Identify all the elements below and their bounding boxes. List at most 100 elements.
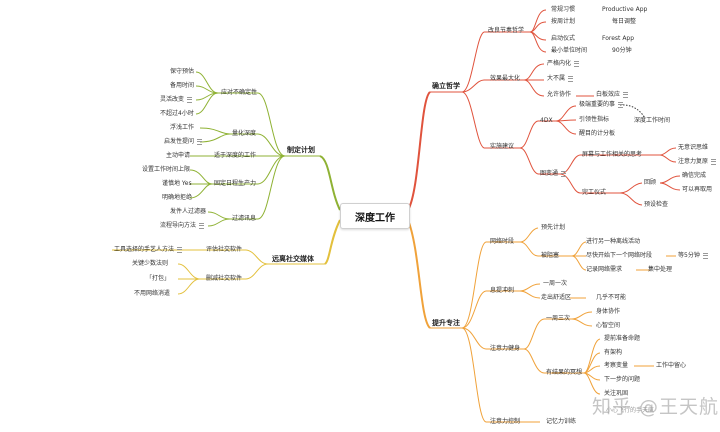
node-remove[interactable]: 删减社交软件 — [206, 275, 243, 282]
node-4dx-item[interactable]: 引领性指标 — [579, 116, 610, 123]
node-adapt[interactable]: 适于深度的工作 — [214, 152, 257, 159]
node-boredom-item[interactable]: 一周一次 — [543, 280, 568, 287]
node-control-item[interactable]: 记忆力训练 — [546, 418, 577, 425]
node-eval-item[interactable]: 工具选择的手艺人方法 — [114, 246, 183, 253]
note-icon — [177, 246, 183, 253]
node-action-sub-text: 注意力复原 — [678, 158, 709, 165]
node-thinking-item[interactable]: 关注巩固 — [604, 390, 629, 397]
node-thinking-item[interactable]: 考察变量 — [604, 362, 629, 369]
node-uncertain-item[interactable]: 灵活改变 — [160, 96, 193, 103]
node-internet-item[interactable]: 预先计划 — [541, 224, 566, 231]
node-fixed-item[interactable]: 设置工作时间上限 — [142, 166, 191, 173]
node-4dx-item[interactable]: 醒目的计分板 — [579, 130, 616, 137]
note-icon — [574, 60, 580, 67]
node-remove-item[interactable]: 「打包」 — [146, 275, 171, 282]
node-4dx[interactable]: 4DX — [540, 117, 553, 124]
node-filter-item[interactable]: 发件人过滤器 — [170, 208, 207, 215]
node-quantify-item[interactable]: 浮浅工作 — [170, 124, 195, 131]
node-boredom[interactable]: 息提冲刺 — [490, 287, 515, 294]
node-block-item[interactable]: 尽快开始下一个网络时段 — [586, 252, 653, 259]
note-icon — [561, 170, 567, 177]
node-thinking-item[interactable]: 有架构 — [604, 349, 623, 356]
node-uncertain[interactable]: 应对不确定性 — [221, 89, 258, 96]
node-quantify-item-text: 启发性提问 — [164, 138, 195, 145]
node-quantify[interactable]: 量化深度 — [232, 130, 257, 137]
node-internet[interactable]: 网络时段 — [490, 238, 515, 245]
node-action-sub[interactable]: 可以再取用 — [682, 186, 713, 193]
node-uncertain-item[interactable]: 备用时间 — [170, 82, 195, 89]
node-habit-item[interactable]: 启动仪式 — [551, 35, 576, 42]
node-action-sub[interactable]: 无意识思维 — [678, 144, 709, 151]
node-filter[interactable]: 过滤讯息 — [232, 215, 257, 222]
branch-plan[interactable]: 制定计划 — [287, 146, 315, 154]
node-habit-value[interactable]: 每日调整 — [612, 18, 637, 25]
node-uncertain-item-text: 灵活改变 — [160, 96, 185, 103]
node-block-extra[interactable]: 等5分钟 — [678, 252, 708, 259]
central-topic[interactable]: 深度工作 — [340, 203, 410, 229]
node-block-extra-text: 等5分钟 — [678, 252, 700, 259]
node-control[interactable]: 注意力控制 — [490, 418, 521, 425]
node-4dx-metric[interactable]: 深度工作时间 — [634, 117, 671, 124]
node-thinking[interactable]: 有结果的冥想 — [546, 369, 583, 376]
node-effect[interactable]: 效果最大化 — [490, 75, 521, 82]
node-action-item[interactable]: 完工仪式 — [582, 189, 607, 196]
node-habit-value[interactable]: Productive App — [602, 6, 648, 13]
node-filter-item-text: 流程导向方法 — [160, 222, 197, 229]
node-quantify-item[interactable]: 启发性提问 — [164, 138, 203, 145]
node-remove-item[interactable]: 不用网络消遣 — [134, 290, 171, 297]
node-remove-item[interactable]: 关键少数法则 — [132, 260, 169, 267]
node-whiteboard[interactable]: 白板效应 — [596, 91, 629, 98]
node-action-sub[interactable]: 确信完成 — [682, 172, 707, 179]
node-weekly-item[interactable]: 心智空间 — [596, 322, 621, 329]
node-boredom-extra[interactable]: 几乎不可能 — [596, 294, 627, 301]
node-block-item[interactable]: 进行另一种离线活动 — [586, 238, 641, 245]
node-action[interactable]: 图变通 — [540, 170, 567, 177]
node-habit-value[interactable]: Forest App — [602, 35, 635, 42]
node-fixed-item[interactable]: 明确地拒绝 — [162, 194, 193, 201]
node-habit-value[interactable]: 90分钟 — [612, 47, 632, 54]
node-action-sub[interactable]: 注意力复原 — [678, 158, 717, 165]
node-block[interactable]: 被阻塞 — [541, 252, 560, 259]
node-eval[interactable]: 评估社交软件 — [206, 246, 243, 253]
central-topic-label: 深度工作 — [355, 212, 395, 224]
node-weekly-item[interactable]: 身体协作 — [596, 308, 621, 315]
branch-philosophy[interactable]: 确立哲学 — [432, 82, 460, 90]
node-uncertain-item[interactable]: 保守预估 — [170, 68, 195, 75]
branch-focus[interactable]: 提升专注 — [432, 319, 460, 327]
node-filter-item[interactable]: 流程导向方法 — [160, 222, 205, 229]
node-practice[interactable]: 实施建议 — [490, 143, 515, 150]
note-icon — [197, 138, 203, 145]
node-thinking-item[interactable]: 下一步的问题 — [604, 376, 641, 383]
node-action-item[interactable]: 屏幕与工作相关的思考 — [582, 151, 643, 158]
node-habit-philosophy[interactable]: 改良节奏哲学 — [488, 27, 525, 34]
node-effect-item[interactable]: 允许协作 — [547, 91, 572, 98]
node-habit-item[interactable]: 常规习惯 — [551, 6, 576, 13]
node-boredom-item[interactable]: 走出舒适区 — [541, 294, 572, 301]
note-icon — [711, 158, 717, 165]
node-fixed-item[interactable]: 谨慎地 Yes — [162, 180, 192, 187]
note-icon — [623, 91, 629, 98]
node-4dx-item-text: 极端重要的事 — [579, 101, 616, 108]
node-habit-item[interactable]: 按周计划 — [551, 18, 576, 25]
node-fixed[interactable]: 固定日程生产力 — [214, 180, 257, 187]
node-4dx-item[interactable]: 极端重要的事 — [579, 101, 624, 108]
node-plan-check[interactable]: 预设检查 — [644, 201, 669, 208]
node-fitness[interactable]: 注意力健身 — [490, 345, 521, 352]
branch-social[interactable]: 远离社交媒体 — [272, 255, 314, 263]
node-block-item[interactable]: 记录网络需求 — [586, 266, 623, 273]
watermark-sub: 小心飞行的手天航 — [606, 407, 655, 414]
node-adapt-item[interactable]: 主动申请 — [166, 152, 191, 159]
node-habit-item[interactable]: 最小单位时间 — [551, 47, 588, 54]
node-thinking-item[interactable]: 提前准备命题 — [604, 335, 641, 342]
node-thinking-extra[interactable]: 工作中留心 — [656, 362, 687, 369]
node-block-extra[interactable]: 集中处理 — [648, 266, 673, 273]
node-effect-item[interactable]: 大不属 — [547, 75, 574, 82]
node-effect-item[interactable]: 严格内化 — [547, 60, 580, 67]
node-uncertain-item[interactable]: 不超过4小时 — [160, 110, 194, 117]
node-action-text: 图变通 — [540, 170, 559, 177]
node-weekly[interactable]: 一周三次 — [546, 315, 571, 322]
note-icon — [618, 101, 624, 108]
node-review[interactable]: 回顾 — [644, 179, 657, 186]
node-whiteboard-text: 白板效应 — [596, 91, 621, 98]
